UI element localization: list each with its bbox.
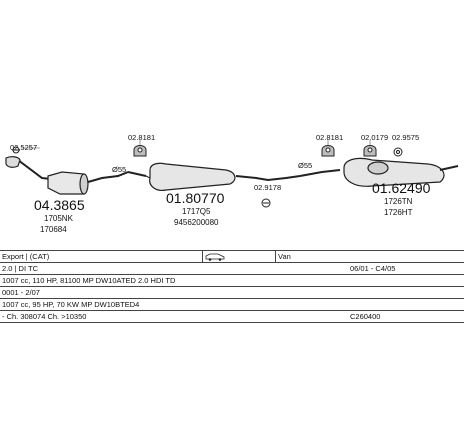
clamp-fitting-icon	[393, 147, 403, 157]
part-number: 01.62490	[372, 180, 431, 196]
oem-code: 1726HT	[384, 208, 413, 217]
exhaust-parts-diagram: 02.5257 02.8181 02.9178 02.8181 02.0179 …	[5, 133, 459, 234]
mounting-rubber-icon	[321, 145, 335, 157]
spec-cell: 1007 cc, 95 HP, 70 KW MP DW10BTED4	[0, 298, 464, 311]
table-row: 1007 cc, 110 HP, 81100 MP DW10ATED 2.0 H…	[0, 274, 464, 287]
part-number: 04.3865	[34, 197, 85, 213]
middle-silencer-part	[127, 162, 301, 191]
oem-code: 1726TN	[384, 197, 413, 206]
table-row: - Ch. 308074 Ch. >10350 C260400	[0, 310, 464, 323]
spec-cell: 06/01 - C4/05	[348, 262, 464, 275]
spec-cell: Van	[275, 250, 348, 263]
catalytic-converter-part	[5, 156, 129, 195]
spec-cell: 1007 cc, 110 HP, 81100 MP DW10ATED 2.0 H…	[0, 274, 464, 287]
pipe-diameter: Ø55	[298, 161, 312, 170]
fitting-number: 02.8181	[128, 133, 155, 142]
table-row: 0001 - 2/07	[0, 286, 464, 299]
part-number: 01.80770	[166, 190, 225, 206]
table-row: 1007 cc, 95 HP, 70 KW MP DW10BTED4	[0, 298, 464, 311]
fitting-number: 02.5257	[10, 143, 37, 152]
clamp-fitting-icon	[12, 146, 20, 154]
table-row: Export | (CAT) Van	[0, 250, 464, 263]
spec-cell: 0001 - 2/07	[0, 286, 464, 299]
vehicle-icon-cell	[202, 250, 276, 263]
vehicle-spec-table: Export | (CAT) Van 2.0 | DI TC 06/01 - C…	[0, 250, 464, 323]
pipe-diameter: Ø55	[112, 165, 126, 174]
mounting-rubber-icon	[363, 145, 377, 157]
spec-cell	[348, 250, 464, 263]
fitting-number: 02.9178	[254, 183, 281, 192]
oem-code: 170684	[40, 225, 67, 234]
fitting-number: 02.0179	[361, 133, 388, 142]
oem-code: 9456200080	[174, 218, 219, 227]
oem-code: 1717Q5	[182, 207, 211, 216]
rear-silencer-part	[299, 157, 459, 187]
leader-lines	[22, 140, 371, 149]
table-row: 2.0 | DI TC 06/01 - C4/05	[0, 262, 464, 275]
fitting-number: 02.8181	[316, 133, 343, 142]
spec-cell: 2.0 | DI TC	[0, 262, 348, 275]
spec-cell: C260400	[348, 310, 464, 323]
spec-cell: - Ch. 308074 Ch. >10350	[0, 310, 348, 323]
spec-cell: Export | (CAT)	[0, 250, 203, 263]
car-icon	[205, 253, 225, 261]
oem-code: 1705NK	[44, 214, 74, 223]
clamp-fitting-icon	[261, 198, 271, 208]
fitting-number: 02.9575	[392, 133, 419, 142]
mounting-rubber-icon	[133, 145, 147, 157]
